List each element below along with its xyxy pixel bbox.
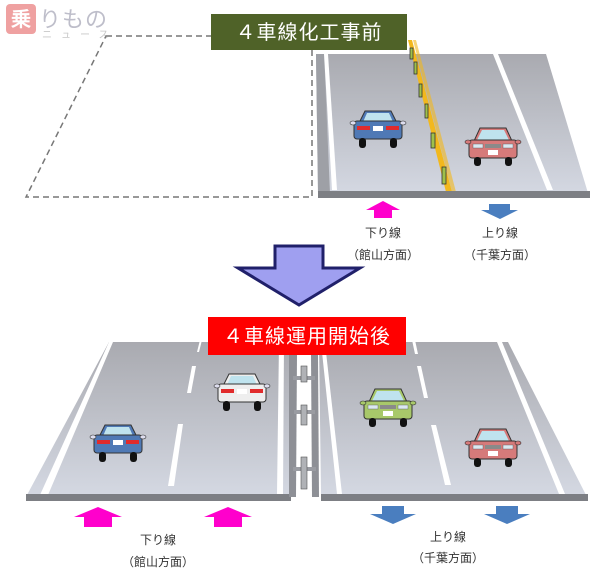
road-before bbox=[316, 54, 588, 193]
median-guardrail bbox=[289, 355, 319, 497]
title-after-operation: ４車線運用開始後 bbox=[208, 317, 406, 355]
after-up-line-direction: （千葉方面） bbox=[411, 551, 484, 565]
after-down-line-label: 下り線 bbox=[139, 533, 176, 547]
road-after-up bbox=[319, 342, 586, 495]
before-down-line-direction: （館山方面） bbox=[346, 248, 419, 262]
before-up-line-label: 上り線 bbox=[481, 226, 518, 240]
logo: 乗 りもの ニュース bbox=[6, 4, 126, 41]
before-up-line-direction: （千葉方面） bbox=[463, 248, 536, 262]
future-lanes-outline bbox=[24, 35, 313, 198]
up-arrow-after-2 bbox=[484, 506, 530, 524]
up-arrow-after-1 bbox=[370, 506, 416, 524]
after-down-line-direction: （館山方面） bbox=[121, 555, 194, 569]
down-arrow-after-2 bbox=[204, 507, 252, 527]
up-arrow-before bbox=[481, 204, 518, 219]
logo-mark: 乗 bbox=[6, 4, 36, 34]
down-arrow-before bbox=[366, 201, 400, 218]
road-after-down bbox=[27, 342, 289, 495]
down-arrow-after-1 bbox=[74, 507, 122, 527]
logo-subtext: ニュース bbox=[42, 30, 118, 41]
transition-arrow bbox=[232, 244, 366, 307]
title-before-construction: ４車線化工事前 bbox=[211, 14, 407, 50]
after-up-line-label: 上り線 bbox=[429, 530, 466, 544]
before-down-line-label: 下り線 bbox=[364, 226, 401, 240]
logo-text: りもの bbox=[39, 8, 109, 33]
delineator-poles bbox=[409, 47, 447, 185]
